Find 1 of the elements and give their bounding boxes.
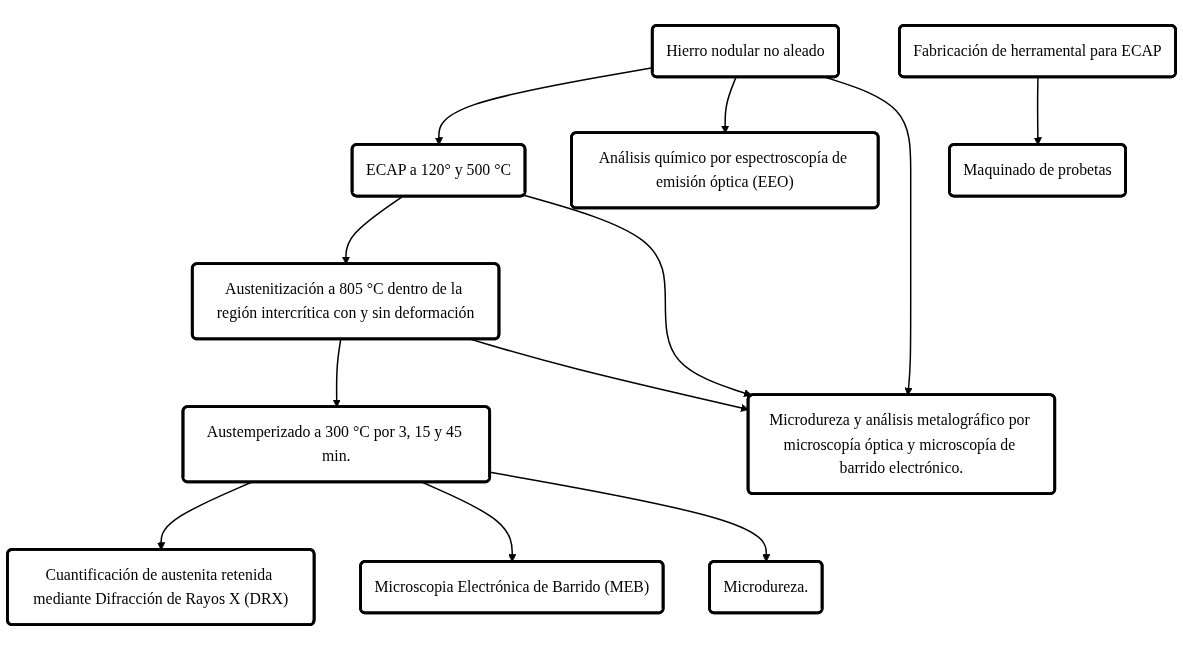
- arrow: [523, 194, 752, 397]
